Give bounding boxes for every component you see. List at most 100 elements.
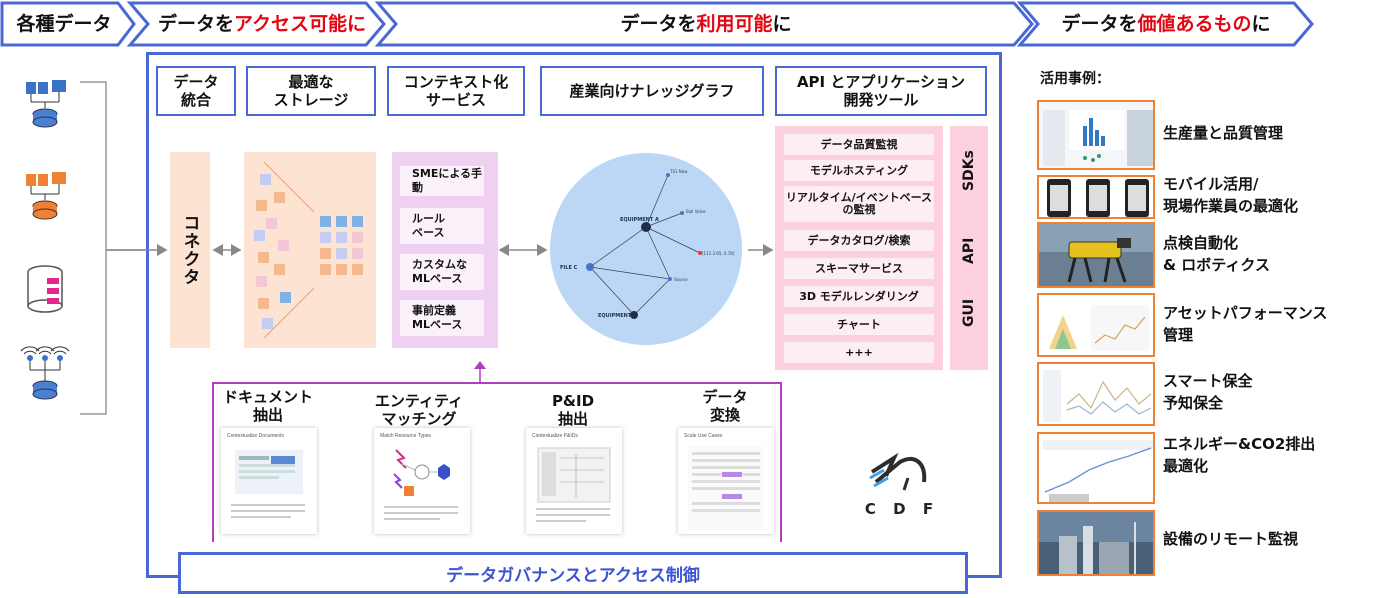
header-optimal-storage-line2: ストレージ [273,91,349,109]
storage-block [258,298,269,309]
context-item-manual: SMEによる手動 [400,166,484,196]
knowledge-graph-network [586,173,702,319]
storage-grid-block [352,248,363,259]
tool-more: +++ [784,342,934,363]
storage-grid-block [320,216,331,227]
header-data-integration-line2: 統合 [180,91,211,109]
header-contextualization-line2: サービス [425,91,486,109]
usecase-production: 生産量と品質管理 [1163,124,1284,142]
knowledge-graph-circle: EQUIPMENT A FILE C EQUIPMENT D TS1 Now B… [550,153,742,345]
governance-label: データガバナンスとアクセス制御 [446,565,700,586]
iot-sensor-icon [20,346,70,400]
banner-stage-accessible-highlight: アクセス可能に [233,12,367,35]
storage-grid-block [320,264,331,275]
header-api-tools-line1: API とアプリケーション [796,73,966,91]
tool-data-quality: データ品質監視 [784,134,934,155]
storage-block [274,192,285,203]
api-label: API [961,237,977,265]
usecase-energy: エネルギー&CO2排出最適化 [1163,435,1316,475]
sdk-label: SDKs [961,150,977,192]
usecase-thumb-production [1037,100,1155,170]
banner-stage-valuable-prefix: データを [1061,12,1138,35]
storage-grid-block [320,248,331,259]
task-data-transform: データ変換 [702,388,748,424]
header-contextualization-line1: コンテキスト化 [403,73,509,91]
usecase-thumb-remote [1037,510,1155,576]
asset-performance-chart-icon [1049,305,1149,351]
cdf-logo-icon [869,452,927,491]
header-optimal-storage: 最適なストレージ [246,66,376,116]
graph-node-ts1: TS1 Now [670,169,688,174]
header-data-integration: データ統合 [156,66,236,116]
cdf-logo-text: C D F [864,500,940,518]
graph-node-ball-valve: Ball Valve [686,209,706,214]
banner-stage-usable-prefix: データを [620,12,697,35]
storage-block [274,264,285,275]
storage-grid-block [352,264,363,275]
card-pid: Contextualize P&IDs [526,428,622,534]
task-entity-matching: エンティティマッチング [374,392,464,428]
server-database-icon [26,172,66,220]
card-documents: Contextualize Documents [221,428,317,534]
header-optimal-storage-line1: 最適な [288,73,334,91]
header-knowledge-graph: 産業向けナレッジグラフ [540,66,764,116]
banner-stage-usable-suffix: に [772,12,792,35]
tool-schema-service: スキーマサービス [784,258,934,279]
card-pid-title: Contextualize P&IDs [532,433,578,439]
storage-box [244,152,376,348]
usecase-mobile: モバイル活用/現場作業員の最適化 [1163,175,1299,215]
storage-block [280,292,291,303]
context-item-rule-based: ルールベース [400,208,484,244]
card-transform-title: Scale Use Cases [684,433,723,439]
graph-node-file-c: FILE C [560,265,578,271]
tool-model-hosting: モデルホスティング [784,160,934,181]
banner-stage-valuable: データを価値あるものに [1036,0,1296,44]
usecase-remote: 設備のリモート監視 [1163,530,1299,548]
storage-grid-block [336,248,347,259]
graph-node-equipment-a: EQUIPMENT A [620,217,659,223]
storage-grid-block [336,232,347,243]
tools-box: データ品質監視 モデルホスティング リアルタイム/イベントベースの監視 データカ… [775,126,943,370]
storage-funnel-lines [263,161,315,339]
banner-stage-usable-highlight: 利用可能 [696,12,773,35]
storage-block [256,200,267,211]
banner-stage-usable: データを利用可能に [396,0,1016,44]
tool-realtime-monitoring: リアルタイム/イベントベースの監視 [784,186,934,222]
card-pid-preview [536,447,611,522]
usecase-maintenance: スマート保全予知保全 [1163,372,1253,412]
storage-block [260,174,271,185]
banner-stage-sources-label: 各種データ [16,12,112,35]
card-entity-matching-title: Match Resource Types [380,433,432,439]
storage-grid-block [320,232,331,243]
banner-stage-valuable-highlight: 価値あるもの [1137,12,1252,35]
storage-block [254,230,265,241]
usecase-thumb-apm [1037,293,1155,357]
header-data-integration-line1: データ [173,73,219,91]
usecase-apm: アセットパフォーマンス管理 [1163,304,1328,344]
usecase-thumb-mobile [1037,175,1155,219]
task-document-extraction: ドキュメント抽出 [222,388,313,424]
network-database-icon [26,80,66,128]
production-dashboard-icon [1043,110,1153,166]
connector-label: コネクタ [179,214,200,286]
header-contextualization: コンテキスト化サービス [387,66,525,116]
usecase-robotics: 点検自動化& ロボティクス [1163,234,1270,274]
storage-block [262,318,273,329]
header-api-tools-line2: 開発ツール [843,91,919,109]
storage-grid-block [336,216,347,227]
card-transform: Scale Use Cases [678,428,774,534]
banner-stage-accessible-prefix: データを [157,12,234,35]
robot-dog-icon [1039,224,1153,283]
usecase-thumb-maintenance [1037,362,1155,426]
tool-3d-rendering: 3D モデルレンダリング [784,286,934,307]
sdk-box: SDKs API GUI [950,126,988,370]
storage-grid-block [336,264,347,275]
storage-block [256,276,267,287]
flow-arrows [106,244,774,256]
predictive-maintenance-chart-icon [1043,370,1152,422]
card-documents-preview [231,450,305,518]
header-api-tools: API とアプリケーション開発ツール [775,66,987,116]
